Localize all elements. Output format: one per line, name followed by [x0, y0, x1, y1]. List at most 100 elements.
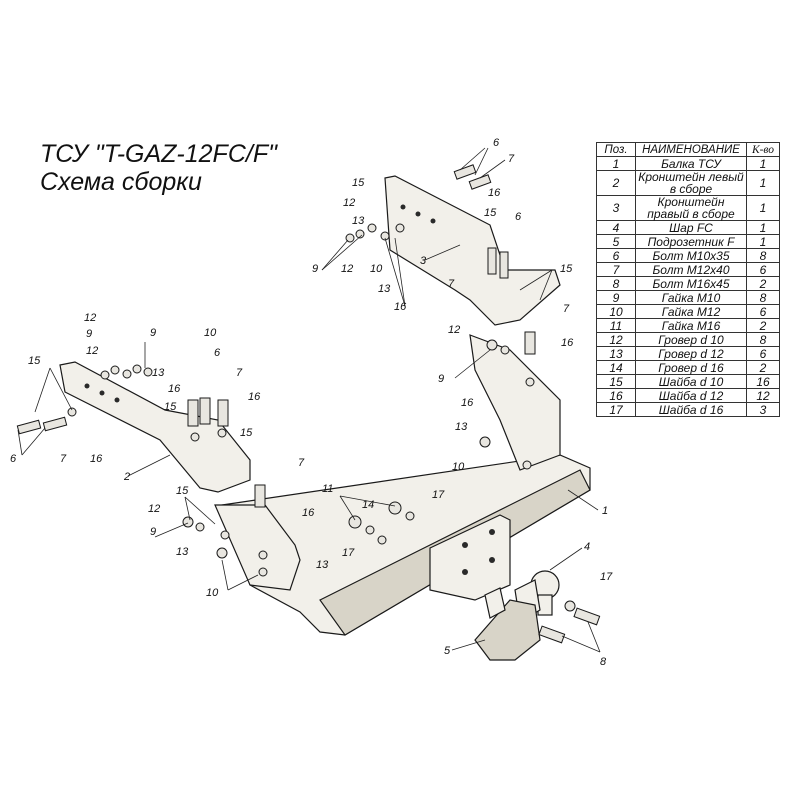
callout-13e: 13	[176, 546, 189, 558]
cell-name: Гровер d 10	[635, 332, 747, 347]
cell-qty: 6	[746, 346, 780, 361]
cell-name: Шайба d 12	[635, 388, 747, 403]
cell-pos: 16	[596, 388, 636, 403]
cell-qty: 2	[746, 276, 780, 291]
cell-qty: 2	[746, 318, 780, 333]
callout-12b: 12	[341, 263, 353, 275]
cell-qty: 8	[746, 290, 780, 305]
callout-16f: 16	[248, 391, 261, 403]
callout-9e: 9	[150, 526, 156, 538]
table-header-row: Поз. НАИМЕНОВАНИЕ К-во	[596, 142, 780, 157]
header-name: НАИМЕНОВАНИЕ	[635, 142, 747, 157]
callout-15b: 15	[352, 177, 365, 189]
callout-16c: 16	[561, 337, 574, 349]
callout-2: 2	[123, 471, 130, 483]
callout-12a: 12	[343, 197, 355, 209]
callout-1: 1	[602, 505, 608, 517]
callout-9a: 9	[312, 263, 318, 275]
callout-6c: 6	[214, 347, 221, 359]
header-pos: Поз.	[596, 142, 636, 157]
leader-lines	[17, 147, 601, 653]
callout-8: 8	[600, 656, 607, 668]
callout-15d: 15	[164, 401, 177, 413]
cell-qty: 8	[746, 248, 780, 263]
callout-7f: 7	[298, 457, 305, 469]
left-bracket-part	[59, 361, 251, 493]
callout-9b: 9	[438, 373, 444, 385]
callout-6a: 6	[493, 137, 500, 149]
cell-name: Болт М12х40	[635, 262, 747, 277]
cell-qty: 12	[746, 388, 780, 403]
cell-name: Шайба d 16	[635, 402, 747, 417]
hardware-bolts	[16, 164, 601, 644]
cell-name: Шайба d 10	[635, 374, 747, 389]
cell-pos: 2	[596, 170, 636, 196]
cell-name: Гровер d 16	[635, 360, 747, 375]
cell-name: Подрозетник F	[635, 234, 747, 249]
cell-name: Болт М10х35	[635, 248, 747, 263]
cell-qty: 1	[746, 195, 780, 221]
right-bracket-part	[384, 175, 561, 326]
callout-10d: 10	[206, 587, 219, 599]
diagram-title-block: ТСУ "T-GAZ-12FC/F" Схема сборки	[40, 140, 277, 196]
cell-pos: 14	[596, 360, 636, 375]
cell-pos: 8	[596, 276, 636, 291]
callout-14: 14	[362, 499, 374, 511]
cell-qty: 2	[746, 360, 780, 375]
callout-10c: 10	[204, 327, 217, 339]
callout-15a: 15	[484, 207, 497, 219]
callout-16b: 16	[394, 301, 407, 313]
cell-qty: 6	[746, 304, 780, 319]
cell-pos: 13	[596, 346, 636, 361]
diagram-subtitle: Схема сборки	[40, 168, 202, 196]
callout-15c: 15	[560, 263, 573, 275]
callout-7c: 7	[563, 303, 570, 315]
callout-7a: 7	[508, 153, 515, 165]
diagram-title: ТСУ "T-GAZ-12FC/F"	[40, 140, 277, 168]
tow-beam-part	[221, 334, 591, 636]
callout-15g: 15	[176, 485, 189, 497]
callout-16h: 16	[302, 507, 315, 519]
cell-name: Гайка М10	[635, 290, 747, 305]
callout-5: 5	[444, 645, 451, 657]
cell-name: Гайка М16	[635, 318, 747, 333]
cell-qty: 16	[746, 374, 780, 389]
cell-pos: 4	[596, 220, 636, 235]
callout-6b: 6	[515, 211, 522, 223]
callout-11: 11	[322, 483, 333, 495]
cell-name: Гровер d 12	[635, 346, 747, 361]
cell-qty: 1	[746, 170, 780, 196]
callout-12e: 12	[86, 345, 98, 357]
callout-15f: 15	[28, 355, 41, 367]
callout-12c: 12	[448, 324, 460, 336]
cell-pos: 7	[596, 262, 636, 277]
callout-10a: 10	[370, 263, 383, 275]
callout-13b: 13	[378, 283, 391, 295]
callout-13f: 13	[316, 559, 329, 571]
callout-7b: 7	[448, 278, 455, 290]
callout-17c: 17	[600, 571, 613, 583]
socket-plate-part	[474, 587, 541, 661]
callout-3: 3	[420, 255, 427, 267]
callout-6d: 6	[10, 453, 17, 465]
header-qty: К-во	[746, 142, 780, 157]
callout-labels: 1 2 3 4 5 6 7 16 15 6 15 12 13 9 12 10 7…	[10, 137, 613, 668]
cell-name: Гайка М12	[635, 304, 747, 319]
cell-qty: 1	[746, 156, 780, 171]
cell-qty: 3	[746, 402, 780, 417]
cell-qty: 6	[746, 262, 780, 277]
